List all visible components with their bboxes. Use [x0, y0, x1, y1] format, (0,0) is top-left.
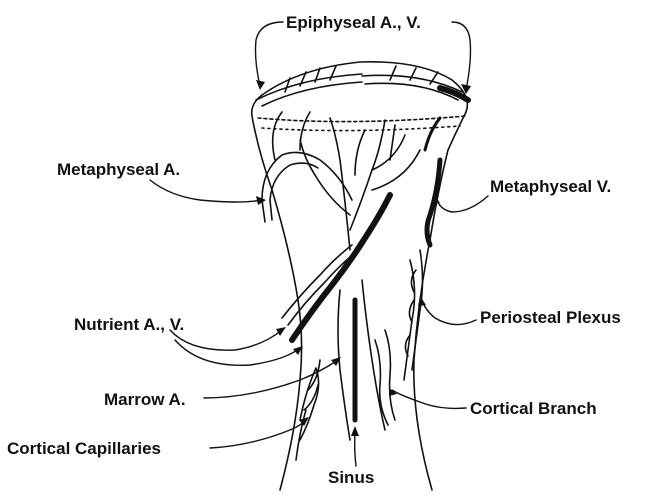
leader-metaphyseal-a: [150, 180, 262, 202]
epiphyseal-vessel: [285, 66, 336, 92]
label-periosteal-plexus: Periosteal Plexus: [480, 309, 621, 326]
label-sinus: Sinus: [328, 469, 374, 486]
arrowhead: [276, 327, 286, 336]
arrowhead: [351, 426, 359, 436]
central-vessel: [372, 135, 420, 190]
cortical-branch: [385, 330, 395, 420]
central-vessel: [330, 118, 350, 250]
label-nutrient: Nutrient A., V.: [74, 316, 184, 333]
leader-cortical-branch: [392, 390, 466, 408]
growth-plate: [258, 116, 466, 122]
metaphyseal-artery: [262, 200, 272, 222]
leader-nutrient-2: [175, 340, 300, 365]
label-cortical-branch: Cortical Branch: [470, 400, 597, 417]
label-metaphyseal-vein: Metaphyseal V.: [490, 178, 611, 195]
leader-nutrient: [170, 330, 282, 350]
marrow-vessel: [338, 290, 350, 440]
arrowhead: [256, 80, 265, 90]
central-vessel: [355, 125, 395, 175]
epiphyseal-vessel: [256, 74, 362, 100]
arrowhead: [256, 196, 266, 205]
growth-plate: [262, 126, 460, 131]
metaphyseal-vein: [425, 118, 440, 150]
nutrient-vein: [292, 195, 390, 340]
bone-outline: [252, 95, 302, 490]
label-cortical-capillaries: Cortical Capillaries: [7, 440, 161, 457]
bone-outline: [262, 62, 467, 112]
leader-metaphyseal-v: [436, 196, 488, 212]
label-metaphyseal-artery: Metaphyseal A.: [57, 161, 180, 178]
label-marrow-artery: Marrow A.: [104, 391, 186, 408]
cortical-capillary: [304, 360, 320, 410]
leader-epiphyseal-right: [452, 22, 471, 90]
leader-epiphyseal-left: [256, 22, 284, 86]
leader-periosteal: [422, 300, 476, 325]
label-epiphyseal: Epiphyseal A., V.: [286, 14, 421, 31]
